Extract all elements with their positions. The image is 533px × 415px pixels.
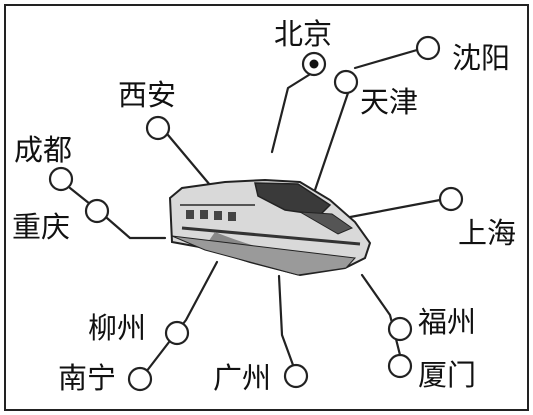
line-guangzhou bbox=[277, 274, 295, 367]
node-shanghai bbox=[438, 186, 464, 212]
label-shanghai: 上海 bbox=[458, 216, 516, 250]
connector-lines bbox=[68, 48, 442, 374]
label-xiamen: 厦门 bbox=[418, 358, 476, 392]
label-fuzhou: 福州 bbox=[418, 305, 476, 339]
train-icon bbox=[168, 178, 372, 277]
node-xian bbox=[145, 115, 171, 141]
diagram-border bbox=[4, 4, 529, 411]
line-xian bbox=[166, 133, 212, 187]
line-fuzhou-xiamen bbox=[360, 273, 402, 357]
label-chongqing: 重庆 bbox=[12, 210, 70, 244]
node-tianjin bbox=[333, 69, 359, 95]
node-nanning bbox=[127, 366, 153, 392]
label-nanning: 南宁 bbox=[58, 361, 116, 395]
label-guangzhou: 广州 bbox=[213, 361, 271, 395]
line-liuzhou-nanning bbox=[144, 260, 219, 374]
label-xian: 西安 bbox=[118, 78, 176, 112]
node-xiamen bbox=[387, 353, 413, 379]
node-fuzhou bbox=[387, 316, 413, 342]
capital-dot-icon bbox=[309, 59, 319, 69]
city-nodes bbox=[48, 35, 464, 392]
line-shenyang bbox=[353, 48, 419, 70]
line-beijing bbox=[270, 71, 314, 154]
node-liuzhou bbox=[164, 320, 190, 346]
label-chengdu: 成都 bbox=[14, 133, 72, 167]
label-tianjin: 天津 bbox=[360, 85, 418, 119]
node-chongqing bbox=[84, 198, 110, 224]
label-beijing: 北京 bbox=[274, 17, 332, 51]
label-shenyang: 沈阳 bbox=[452, 41, 510, 75]
node-chengdu bbox=[48, 166, 74, 192]
node-guangzhou bbox=[283, 363, 309, 389]
line-tianjin bbox=[313, 91, 350, 192]
city-labels: 北京 天津 沈阳 西安 成都 重庆 上海 柳州 南宁 广州 福州 厦门 bbox=[12, 17, 516, 395]
line-shanghai bbox=[343, 198, 442, 220]
node-shenyang bbox=[415, 35, 441, 61]
label-liuzhou: 柳州 bbox=[88, 311, 146, 345]
line-chengdu-chongqing bbox=[68, 186, 167, 240]
